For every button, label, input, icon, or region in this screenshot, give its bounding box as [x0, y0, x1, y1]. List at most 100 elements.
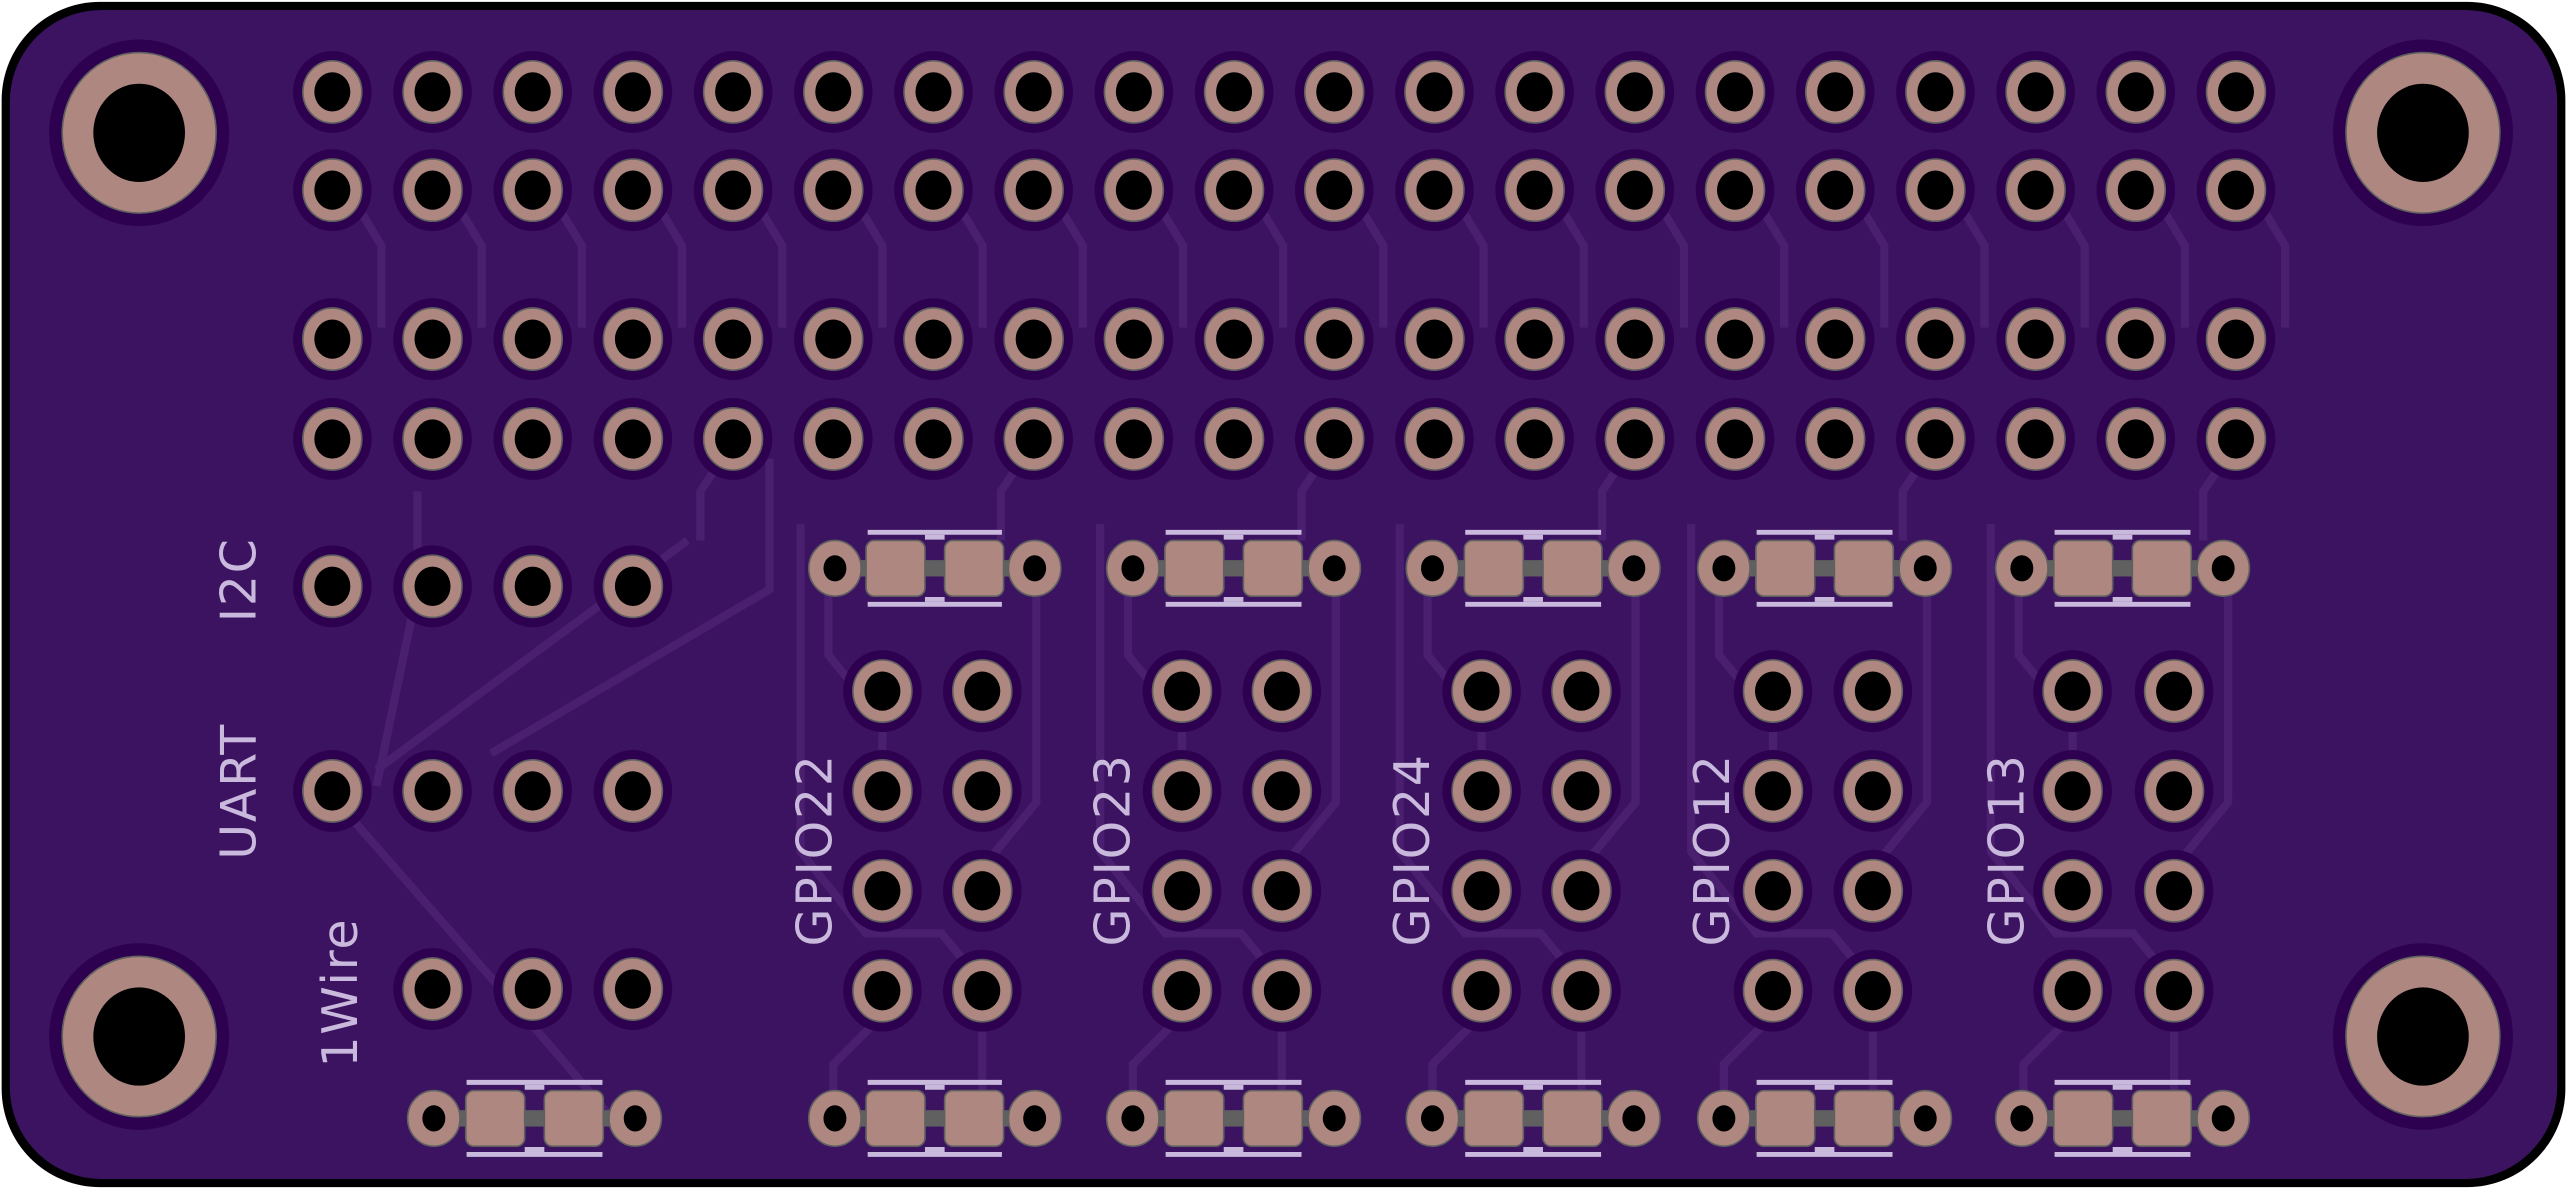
onewire-pin — [393, 948, 472, 1030]
header-pin — [894, 50, 973, 133]
header-pin — [794, 398, 873, 480]
copper-trace — [979, 589, 1041, 871]
pad-drill-hole — [2211, 555, 2235, 582]
pad-drill-hole — [1322, 555, 1346, 582]
header-pin — [1194, 50, 1274, 133]
pad-drill-hole — [1463, 771, 1500, 811]
gpio-pin — [942, 949, 1022, 1032]
uart-pin — [293, 750, 372, 832]
pad-drill-hole — [1115, 170, 1152, 210]
pad-drill-hole — [2017, 419, 2054, 459]
pad-drill-hole — [1817, 170, 1854, 210]
pad-drill-hole — [864, 871, 901, 911]
smd-resistor — [1405, 1079, 1661, 1157]
smd-resistor — [1696, 529, 1953, 607]
gpio-pin — [2134, 750, 2214, 832]
pad-drill-hole — [1754, 871, 1792, 911]
copper-trace — [1869, 589, 1931, 871]
pad-drill-hole — [823, 1105, 847, 1132]
uart-pin — [593, 750, 673, 832]
gpio-pin — [1833, 750, 1913, 832]
gpio-pin — [1833, 849, 1913, 932]
gpio-pin — [1142, 849, 1222, 932]
pad-drill-hole — [614, 771, 651, 811]
pad-drill-hole — [1316, 419, 1353, 459]
gpio-pin — [1733, 949, 1813, 1032]
header-pin — [493, 398, 573, 480]
header-pin — [1795, 398, 1875, 480]
mounting-drill-hole — [93, 83, 185, 182]
pad-drill-hole — [715, 319, 752, 359]
pad-drill-hole — [414, 771, 451, 811]
pad-drill-hole — [1563, 971, 1600, 1011]
header-pin — [1896, 149, 1975, 232]
header-pin — [994, 149, 1073, 232]
pad-drill-hole — [1316, 319, 1353, 359]
header-pin — [1996, 298, 2075, 381]
pad-drill-hole — [1913, 1105, 1937, 1132]
pad-drill-hole — [1817, 72, 1854, 112]
pad-drill-hole — [614, 419, 651, 459]
smd-resistor — [1405, 529, 1661, 607]
pad-drill-hole — [864, 771, 901, 811]
header-pin — [1395, 398, 1474, 480]
copper-trace — [1278, 589, 1340, 871]
pad-drill-hole — [823, 555, 847, 582]
pad-drill-hole — [715, 170, 752, 210]
gpio-pin — [1142, 750, 1222, 832]
gpio-pin — [1242, 849, 1322, 932]
header-pin — [1795, 149, 1875, 232]
pad-drill-hole — [1015, 72, 1052, 112]
header-pin — [1795, 298, 1875, 381]
header-pin — [1695, 298, 1775, 381]
pad-drill-hole — [2117, 419, 2154, 459]
pad-drill-hole — [1421, 555, 1444, 582]
pad-drill-hole — [414, 969, 451, 1009]
pad-drill-hole — [1717, 319, 1754, 359]
gpio-pin — [2134, 949, 2214, 1032]
pad-drill-hole — [1416, 319, 1453, 359]
header-pin — [293, 50, 372, 133]
header-pin — [593, 298, 673, 381]
pad-drill-hole — [1854, 971, 1891, 1011]
header-pin — [1395, 149, 1474, 232]
gpio-pin — [1442, 650, 1521, 733]
pad-drill-hole — [2217, 419, 2254, 459]
pad-drill-hole — [1717, 72, 1754, 112]
smd-resistor — [1994, 529, 2251, 607]
header-pin — [293, 398, 372, 480]
gpio-pin — [843, 949, 922, 1032]
pad-drill-hole — [1754, 671, 1792, 711]
header-pin — [393, 398, 472, 480]
pad-drill-hole — [864, 671, 901, 711]
header-pin — [1595, 149, 1675, 232]
header-pin — [1595, 50, 1675, 133]
header-pin — [1294, 298, 1374, 381]
header-pin — [1595, 298, 1675, 381]
header-pin — [293, 149, 372, 232]
smd-pad — [1242, 1089, 1304, 1148]
pad-drill-hole — [1563, 671, 1600, 711]
header-pin — [794, 298, 873, 381]
header-pin — [493, 50, 573, 133]
pad-drill-hole — [915, 319, 952, 359]
gpio-pin — [1833, 650, 1913, 733]
mounting-drill-hole — [2377, 987, 2469, 1086]
gpio-pin — [2134, 650, 2214, 733]
header-pin — [894, 149, 973, 232]
pad-drill-hole — [2017, 319, 2054, 359]
smd-pad — [2052, 539, 2114, 597]
gpio-pin — [1542, 949, 1621, 1032]
pad-drill-hole — [2054, 971, 2091, 1011]
pad-drill-hole — [1754, 971, 1792, 1011]
mounting-hole — [49, 943, 230, 1130]
pad-drill-hole — [1416, 72, 1453, 112]
pad-drill-hole — [1015, 319, 1052, 359]
i2c-pin — [393, 545, 472, 628]
header-pin — [1495, 398, 1574, 480]
pad-drill-hole — [2217, 170, 2254, 210]
header-pin — [2096, 398, 2176, 480]
gpio-pin — [1242, 750, 1322, 832]
pad-drill-hole — [1616, 319, 1653, 359]
pad-drill-hole — [1316, 170, 1353, 210]
